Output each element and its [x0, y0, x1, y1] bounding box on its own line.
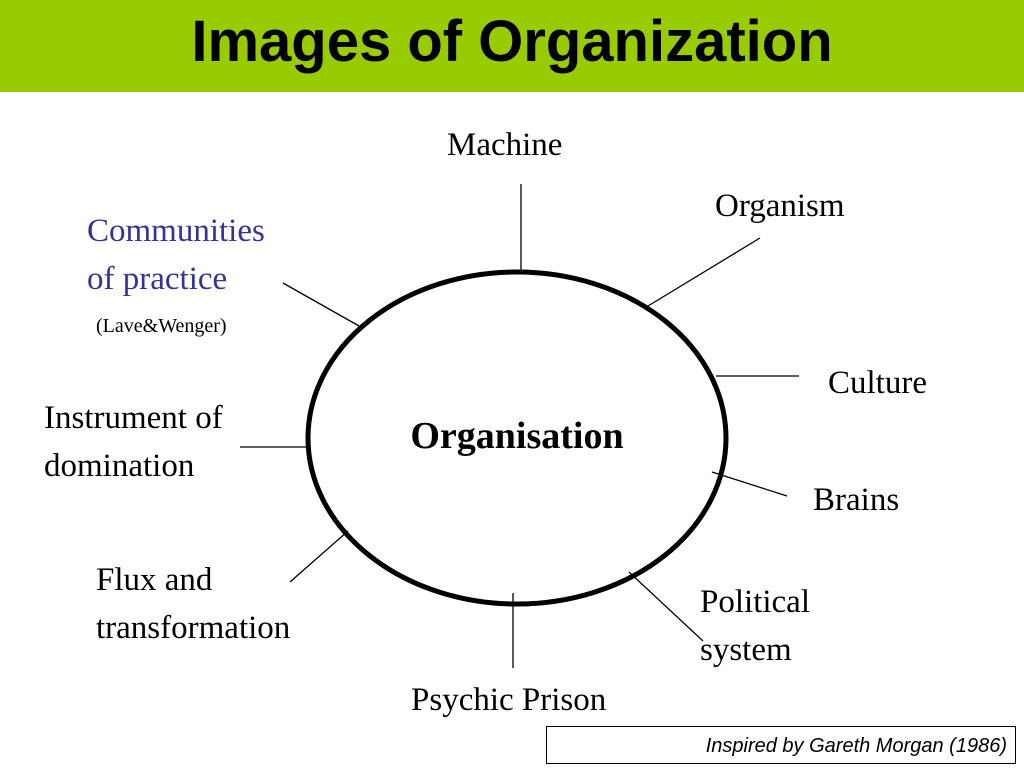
label-flux-line1: Flux and — [96, 562, 213, 598]
connector-flux — [289, 530, 349, 583]
center-label: Organisation — [410, 415, 624, 457]
slide-title: Images of Organization — [191, 9, 833, 74]
label-brains: Brains — [813, 482, 900, 518]
label-communities-reference: (Lave&Wenger) — [96, 315, 227, 337]
connector-organism — [647, 237, 761, 307]
label-flux-and-transformation: Flux and transformation — [96, 556, 290, 652]
title-bar: Images of Organization — [0, 0, 1024, 92]
connector-brains — [711, 471, 788, 497]
label-political-line2: system — [700, 632, 792, 668]
label-communities-line1: Communities — [87, 213, 265, 249]
label-communities-line2: of practice — [87, 261, 228, 297]
label-instrument-line1: Instrument of — [44, 400, 223, 436]
label-flux-line2: transformation — [96, 610, 291, 646]
organisation-ellipse — [305, 269, 729, 607]
credit-text: Inspired by Gareth Morgan (1986) — [705, 735, 1007, 757]
label-political-line1: Political — [700, 584, 810, 620]
credit-box: Inspired by Gareth Morgan (1986) — [546, 726, 1016, 764]
label-machine: Machine — [447, 127, 563, 163]
label-organism: Organism — [715, 188, 845, 224]
label-political-system: Political system — [700, 578, 810, 674]
label-psychic-prison: Psychic Prison — [411, 682, 607, 718]
connector-communities — [282, 282, 360, 327]
label-culture: Culture — [828, 365, 927, 401]
connector-political-system — [628, 571, 704, 642]
label-instrument-of-domination: Instrument of domination — [44, 394, 223, 490]
label-instrument-line2: domination — [44, 448, 195, 484]
label-communities-of-practice: Communities of practice — [87, 207, 265, 303]
